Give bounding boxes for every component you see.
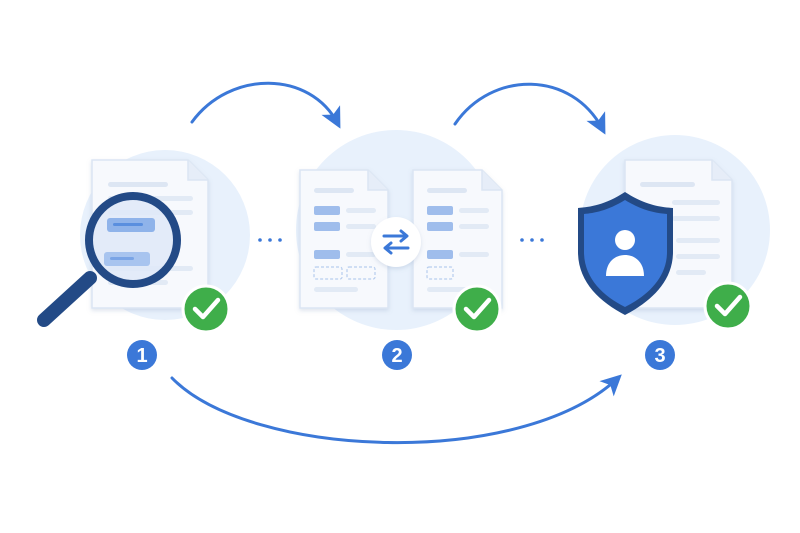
step-2: 2 <box>296 130 503 370</box>
step-1: 1 <box>37 150 250 370</box>
step-1-number-badge: 1 <box>127 340 157 370</box>
dotted-connector-1 <box>258 238 282 242</box>
shield-user-icon <box>578 192 673 315</box>
step-1-check-icon <box>181 284 231 334</box>
step-3: 3 <box>578 135 770 370</box>
dotted-connector-2 <box>520 238 544 242</box>
step-1-number: 1 <box>136 345 147 367</box>
step-3-check-icon <box>703 281 753 331</box>
arrow-step1-to-step2 <box>190 81 341 129</box>
step-2-number: 2 <box>391 345 402 367</box>
step-3-number: 3 <box>654 345 665 367</box>
step-2-number-badge: 2 <box>382 340 412 370</box>
step-2-check-icon <box>452 284 502 334</box>
swap-arrows-icon <box>371 217 421 267</box>
left-document-icon <box>299 169 389 309</box>
magnifier-icon <box>37 192 181 327</box>
arrow-step2-to-step3 <box>453 82 606 135</box>
arrow-step1-to-step3 <box>170 374 622 445</box>
right-document-icon <box>412 169 503 309</box>
step-3-number-badge: 3 <box>645 340 675 370</box>
